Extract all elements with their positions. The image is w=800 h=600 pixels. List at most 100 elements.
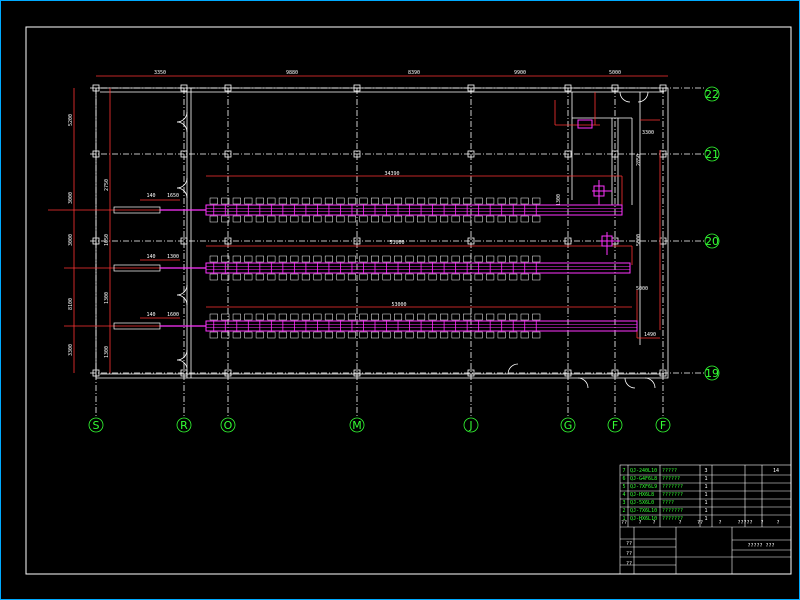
cell-unit: [428, 313, 437, 321]
cell-unit: [278, 331, 287, 339]
top-dimension: 9880: [286, 70, 298, 76]
part-quantity: 1: [704, 476, 707, 482]
cell-unit: [382, 215, 391, 223]
cell-unit: [486, 273, 495, 281]
cell-unit: [440, 197, 449, 205]
cell-unit: [428, 255, 437, 263]
cell-unit: [405, 215, 414, 223]
cell-unit: [486, 331, 495, 339]
column-post: [224, 369, 232, 377]
cell-unit: [417, 255, 426, 263]
cell-unit: [301, 313, 310, 321]
part-quantity: 1: [704, 516, 707, 522]
cell-unit: [520, 197, 529, 205]
cell-unit: [370, 197, 380, 205]
equipment-rows: [113, 197, 638, 339]
cell-unit: [497, 273, 506, 281]
cell-unit: [324, 273, 333, 281]
right-dimension: 3300: [642, 130, 654, 136]
part-code: QJ-G4F6L8: [630, 476, 657, 482]
sign-row-label: ??: [626, 561, 632, 567]
cell-unit: [474, 255, 483, 263]
column-post: [659, 369, 667, 377]
cell-unit: [244, 215, 253, 223]
cell-unit: [532, 273, 541, 281]
cell-unit: [509, 197, 518, 205]
cell-unit: [313, 273, 322, 281]
cell-unit: [336, 313, 345, 321]
column-label: M: [352, 419, 362, 432]
column-post: [611, 369, 619, 377]
row-length-dimension: 53000: [389, 240, 404, 246]
cell-unit: [255, 215, 264, 223]
cell-unit: [244, 313, 253, 321]
column-bubble: [349, 417, 365, 433]
cell-unit: [359, 255, 368, 263]
cell-unit: [428, 331, 437, 339]
cell-unit: [497, 255, 506, 263]
cell-unit: [370, 331, 380, 339]
cell-unit: [301, 331, 310, 339]
row-label: 22: [705, 88, 719, 101]
cell-unit: [451, 197, 460, 205]
door-arcs: [176, 91, 656, 389]
column-post: [353, 84, 361, 92]
cell-unit: [278, 215, 287, 223]
cell-unit: [278, 255, 287, 263]
column-post: [564, 84, 572, 92]
cell-unit: [209, 215, 218, 223]
cell-unit: [451, 215, 460, 223]
table-header-cell: ?: [652, 520, 655, 526]
part-number: 6: [622, 476, 625, 482]
part-code: QJ-HX6L10: [630, 516, 657, 522]
cell-unit: [278, 197, 287, 205]
part-number: 1: [622, 516, 625, 522]
cell-unit: [486, 215, 495, 223]
part-name: ???????: [662, 516, 683, 522]
row-length-dimension: 53000: [391, 302, 406, 308]
cell-unit: [474, 331, 483, 339]
cell-unit: [382, 197, 391, 205]
right-dimension: 5000: [636, 286, 648, 292]
cell-unit: [497, 197, 506, 205]
cell-unit: [370, 255, 380, 263]
cell-unit: [382, 273, 391, 281]
cell-unit: [520, 313, 529, 321]
cell-unit: [405, 331, 414, 339]
table-header-cell: ?: [678, 520, 681, 526]
cell-unit: [405, 255, 414, 263]
cell-unit: [394, 331, 403, 339]
cell-unit: [347, 215, 356, 223]
cell-unit: [324, 197, 333, 205]
cell-unit: [370, 313, 380, 321]
cell-unit: [520, 215, 529, 223]
cell-unit: [267, 215, 276, 223]
cell-unit: [394, 215, 403, 223]
left-dimension: 3300: [68, 344, 74, 356]
cell-unit: [209, 197, 218, 205]
left-dimension: 3000: [68, 234, 74, 246]
part-code: QJ-7X6L10: [630, 508, 657, 514]
cell-unit: [532, 215, 541, 223]
inner-dimension: 1300: [556, 194, 562, 206]
part-quantity: 1: [704, 500, 707, 506]
cell-unit: [532, 331, 541, 339]
title-cell: ????? ???: [747, 543, 774, 549]
cell-unit: [440, 313, 449, 321]
cell-unit: [394, 197, 403, 205]
riser-equipment: [577, 119, 620, 255]
equipment-row: [113, 255, 631, 281]
cell-unit: [405, 313, 414, 321]
cell-unit: [209, 255, 218, 263]
cell-unit: [347, 313, 356, 321]
right-dimension: 1490: [644, 332, 656, 338]
row-bubble: [704, 146, 720, 162]
cell-unit: [486, 197, 495, 205]
column-post: [564, 369, 572, 377]
cell-unit: [497, 313, 506, 321]
table-header-cell: ?: [638, 520, 641, 526]
cell-unit: [209, 273, 218, 281]
cell-unit: [255, 197, 264, 205]
